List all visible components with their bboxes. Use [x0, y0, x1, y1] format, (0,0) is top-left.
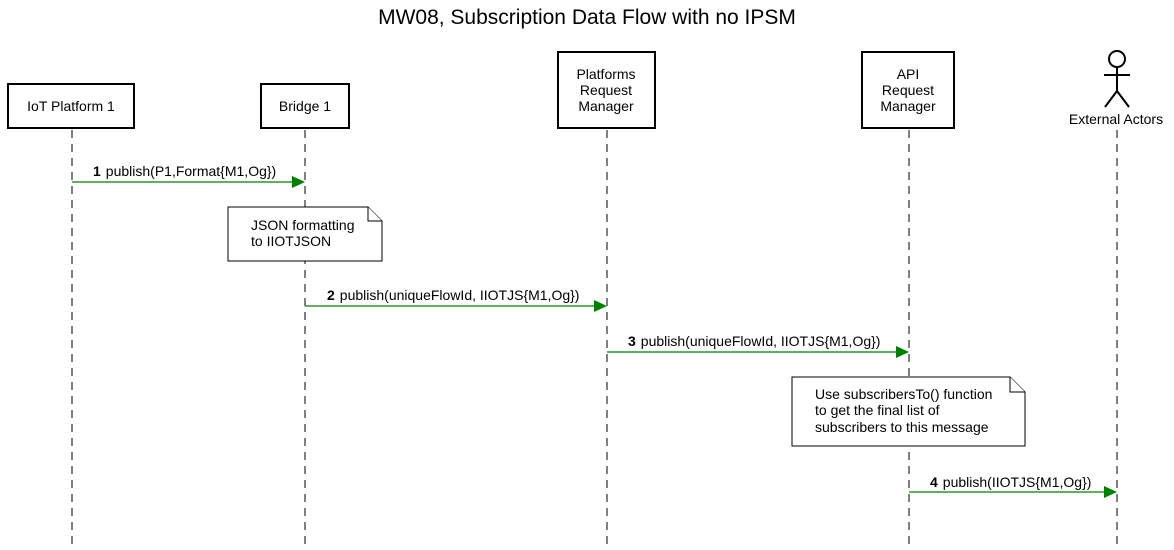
note-line-1: Use subscribersTo() function	[815, 386, 992, 402]
message-1: 1 publish(P1,Format{M1,Og})	[72, 163, 305, 188]
message-3: 3 publish(uniqueFlowId, IIOTJS{M1,Og})	[607, 333, 909, 358]
participant-box	[861, 51, 955, 129]
arrowhead-icon	[896, 346, 909, 358]
note-line-3: subscribers to this message	[815, 419, 989, 435]
participant-external-actors: External Actors	[1069, 50, 1163, 127]
participant-label: Bridge 1	[279, 98, 331, 114]
message-text: publish(uniqueFlowId, IIOTJS{M1,Og})	[641, 333, 881, 349]
message-text: publish(P1,Format{M1,Og})	[106, 163, 276, 179]
note-json-formatting: JSON formatting to IIOTJSON	[227, 206, 383, 262]
message-number: 1	[93, 163, 101, 179]
message-text: publish(IIOTJS{M1,Og})	[943, 474, 1092, 490]
participant-api-request-manager: API Request Manager	[861, 51, 955, 129]
arrowhead-icon	[292, 176, 305, 188]
note-fold-icon	[1009, 377, 1025, 393]
message-number: 3	[628, 333, 636, 349]
note-subscribers-to: Use subscribersTo() function to get the …	[791, 376, 1026, 447]
participant-box	[7, 83, 135, 129]
note-line-1: JSON formatting	[251, 217, 354, 233]
participant-label: IoT Platform 1	[27, 98, 115, 114]
arrowhead-icon	[594, 300, 607, 312]
participant-label-line-3: Manager	[578, 98, 634, 114]
message-number: 2	[327, 287, 335, 303]
participant-platforms-request-manager: Platforms Request Manager	[557, 51, 656, 129]
participant-label: External Actors	[1069, 111, 1163, 127]
note-line-2: to IIOTJSON	[251, 233, 331, 249]
message-label: 2 publish(uniqueFlowId, IIOTJS{M1,Og})	[327, 287, 579, 303]
participant-box	[557, 51, 656, 129]
message-2: 2 publish(uniqueFlowId, IIOTJS{M1,Og})	[305, 287, 607, 312]
note-fold-icon	[367, 207, 382, 222]
note-shape	[227, 206, 383, 262]
participant-label-line-2: Request	[882, 82, 934, 98]
message-4: 4 publish(IIOTJS{M1,Og})	[909, 474, 1117, 498]
participant-label-line-2: Request	[580, 82, 632, 98]
message-text: publish(uniqueFlowId, IIOTJS{M1,Og})	[340, 287, 580, 303]
participant-iot-platform-1: IoT Platform 1	[7, 83, 135, 129]
diagram-title: MW08, Subscription Data Flow with no IPS…	[378, 6, 796, 29]
lifelines	[71, 130, 1118, 550]
stick-figure-icon	[1104, 50, 1130, 108]
participant-box	[260, 83, 350, 129]
arrowhead-icon	[1104, 486, 1117, 498]
note-shape	[791, 376, 1026, 447]
note-line-2: to get the final list of	[815, 402, 940, 418]
message-label: 1 publish(P1,Format{M1,Og})	[93, 163, 276, 179]
participant-label-line-3: Manager	[880, 98, 936, 114]
message-number: 4	[930, 474, 938, 490]
message-label: 3 publish(uniqueFlowId, IIOTJS{M1,Og})	[628, 333, 880, 349]
participant-bridge-1: Bridge 1	[260, 83, 350, 129]
participant-label-line-1: Platforms	[576, 66, 635, 82]
participant-label-line-1: API	[897, 66, 920, 82]
message-label: 4 publish(IIOTJS{M1,Og})	[930, 474, 1091, 490]
